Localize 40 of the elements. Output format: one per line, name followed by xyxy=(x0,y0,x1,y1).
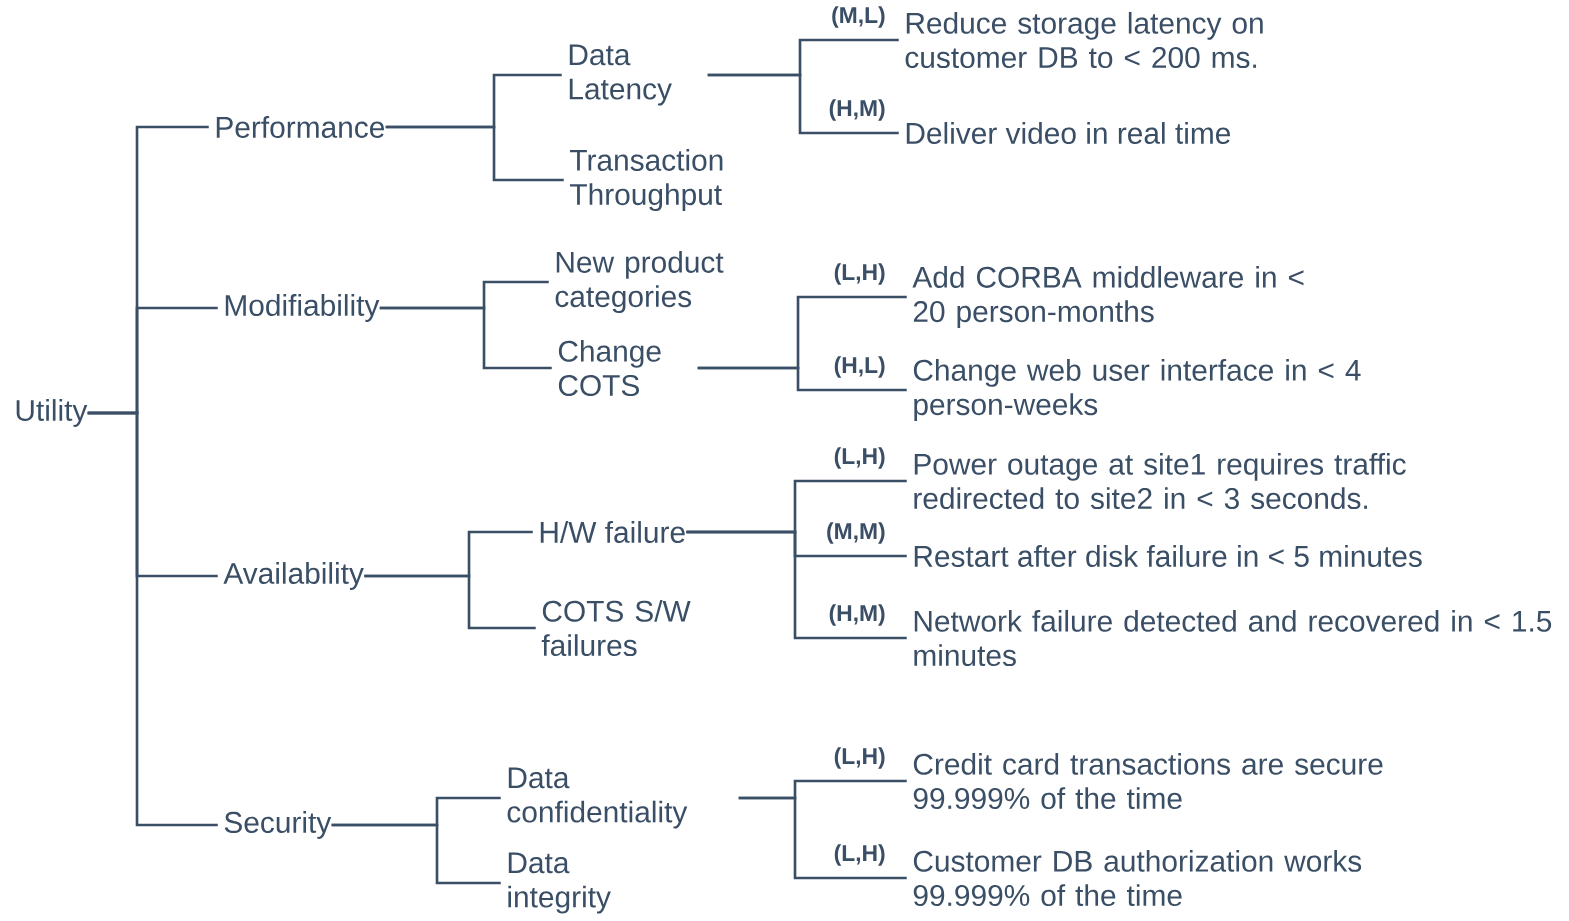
scenario-text: Reduce storage latency on customer DB to < 200 ms. xyxy=(905,11,1263,69)
scenario-text: Customer DB authorization works 99.999% of the time xyxy=(913,849,1362,907)
priority-label: (L,H) xyxy=(834,447,885,469)
tree-node-label: Availability xyxy=(223,562,364,590)
priority-label: (H,M) xyxy=(829,99,885,121)
tree-connector xyxy=(707,73,899,135)
priority-label: (M,M) xyxy=(827,522,885,544)
tree-node-label: H/W failure xyxy=(540,521,685,543)
tree-node-label: Data confidentiality xyxy=(507,767,688,829)
tree-node-label: Transaction Throughput xyxy=(570,148,723,212)
scenario-text: Deliver video in real time xyxy=(906,122,1231,144)
priority-label: (M,L) xyxy=(832,6,885,28)
priority-label: (H,L) xyxy=(834,356,885,378)
scenario-text: Add CORBA middleware in < 20 person-months xyxy=(912,265,1304,329)
tree-node-label: Security xyxy=(224,811,332,839)
tree-connector xyxy=(385,125,564,182)
scenario-text: Credit card transactions are secure 99.999% of the time xyxy=(913,752,1383,810)
tree-connector xyxy=(697,366,907,392)
tree-connector xyxy=(364,574,536,630)
priority-label: (L,H) xyxy=(834,844,885,866)
tree-connector xyxy=(738,796,907,880)
tree-node-label: Change COTS xyxy=(558,339,661,397)
scenario-text: Change web user interface in < 4 person-weeks xyxy=(913,358,1361,422)
tree-node-label: COTS S/W failures xyxy=(541,599,691,657)
priority-label: (L,H) xyxy=(834,747,885,769)
tree-connector xyxy=(686,530,907,640)
tree-node-label: Utility xyxy=(16,399,88,427)
priority-label: (L,H) xyxy=(834,263,885,285)
tree-connector xyxy=(87,411,218,827)
priority-label: (H,M) xyxy=(829,604,885,626)
tree-node-label: Performance xyxy=(216,116,385,138)
tree-node-label: Data Latency xyxy=(569,44,672,106)
tree-node-label: Modifiability xyxy=(225,294,380,322)
tree-connector xyxy=(331,823,501,885)
tree-connector xyxy=(379,306,552,370)
tree-node-label: Data integrity xyxy=(508,852,611,914)
scenario-text: Power outage at site1 requires traffic redirected to site2 in < 3 seconds. xyxy=(914,452,1406,510)
tree-node-label: New product categories xyxy=(555,250,724,314)
scenario-text: Network failure detected and recovered in < 1.5 minutes xyxy=(914,609,1552,667)
scenario-text: Restart after disk failure in < 5 minutes xyxy=(914,545,1422,567)
